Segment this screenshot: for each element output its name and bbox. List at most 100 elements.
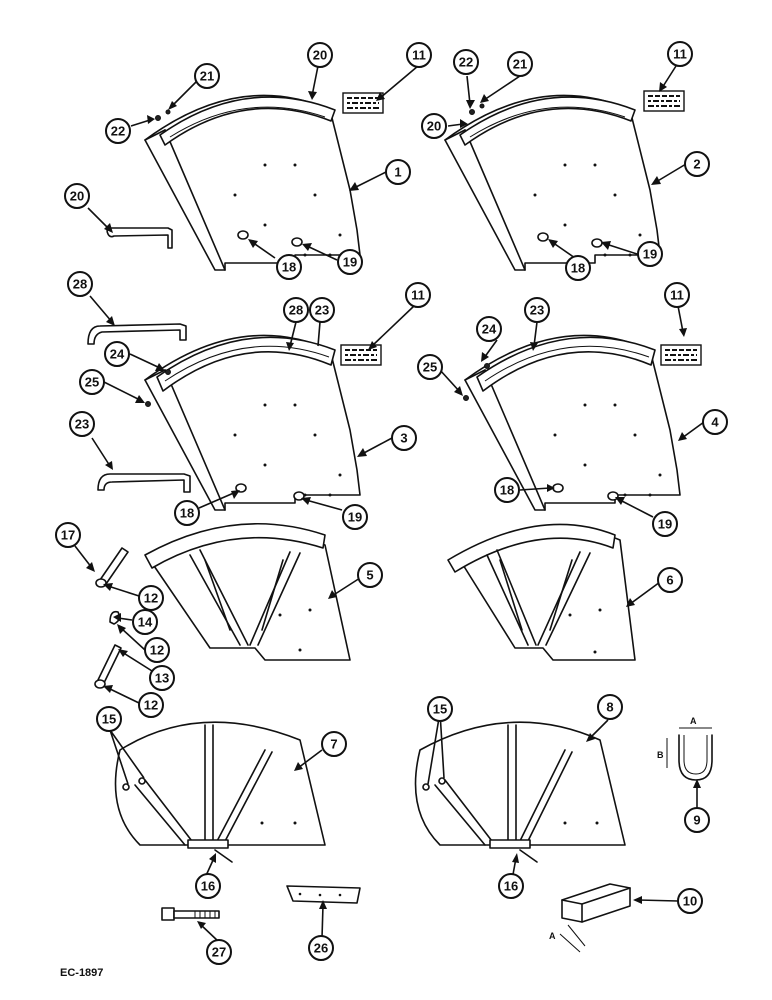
svg-text:26: 26 — [314, 941, 328, 956]
decal-11-panel-2 — [643, 90, 685, 112]
svg-text:2: 2 — [693, 157, 700, 172]
callout-26: 26 — [308, 935, 334, 961]
svg-text:25: 25 — [423, 360, 437, 375]
svg-text:19: 19 — [658, 517, 672, 532]
callout-25-panel-3: 25 — [79, 369, 105, 395]
svg-text:18: 18 — [282, 260, 296, 275]
callout-19-panel-4: 19 — [652, 511, 678, 537]
callout-21-panel-2: 21 — [507, 51, 533, 77]
decal-11-panel-1 — [342, 92, 384, 114]
svg-text:16: 16 — [201, 879, 215, 894]
svg-text:8: 8 — [606, 700, 613, 715]
channel-10: A — [549, 883, 631, 953]
callout-15-panel-7: 15 — [96, 706, 122, 732]
svg-text:28: 28 — [289, 303, 303, 318]
svg-text:28: 28 — [73, 277, 87, 292]
svg-text:15: 15 — [433, 702, 447, 717]
svg-text:22: 22 — [459, 55, 473, 70]
svg-text:15: 15 — [102, 712, 116, 727]
svg-text:19: 19 — [348, 510, 362, 525]
svg-text:14: 14 — [138, 615, 153, 630]
callout-21-panel-1: 21 — [194, 63, 220, 89]
svg-text:23: 23 — [75, 417, 89, 432]
drawing-code-label: EC-1897 — [60, 967, 104, 979]
svg-text:4: 4 — [711, 415, 719, 430]
svg-text:20: 20 — [427, 119, 441, 134]
svg-text:18: 18 — [180, 506, 194, 521]
svg-text:16: 16 — [504, 879, 518, 894]
callout-18-panel-3: 18 — [174, 500, 200, 526]
callout-20-section: 20 — [64, 183, 90, 209]
callout-20-panel-2: 20 — [421, 113, 447, 139]
svg-text:18: 18 — [500, 483, 514, 498]
callout-20-panel-1: 20 — [307, 42, 333, 68]
svg-text:5: 5 — [366, 568, 373, 583]
callout-12-a: 12 — [138, 585, 164, 611]
callout-14: 14 — [132, 609, 158, 635]
svg-text:1: 1 — [394, 165, 401, 180]
callout-12-c: 12 — [138, 692, 164, 718]
callout-11-panel-2: 11 — [667, 41, 693, 67]
svg-text:12: 12 — [150, 643, 164, 658]
callout-19-panel-1: 19 — [337, 249, 363, 275]
callout-18-panel-2: 18 — [565, 255, 591, 281]
svg-text:19: 19 — [643, 247, 657, 262]
svg-text:21: 21 — [200, 69, 214, 84]
callout-19-panel-3: 19 — [342, 504, 368, 530]
svg-text:9: 9 — [693, 813, 700, 828]
callout-1: 1 — [385, 159, 411, 185]
svg-text:3: 3 — [400, 431, 407, 446]
callout-23-section: 23 — [69, 411, 95, 437]
svg-text:7: 7 — [330, 737, 337, 752]
seal-strip-section-20 — [106, 227, 173, 249]
callout-27: 27 — [206, 939, 232, 965]
decal-11-panel-4 — [660, 344, 702, 366]
callout-11-panel-3: 11 — [405, 282, 431, 308]
callout-16-panel-8: 16 — [498, 873, 524, 899]
callout-7: 7 — [321, 731, 347, 757]
callout-10: 10 — [677, 888, 703, 914]
callout-18-panel-4: 18 — [494, 477, 520, 503]
callout-28-panel-3: 28 — [283, 297, 309, 323]
callout-28-section: 28 — [67, 271, 93, 297]
panel-7 — [114, 721, 361, 921]
callout-22-panel-1: 22 — [105, 118, 131, 144]
decal-11-panel-3 — [340, 344, 382, 366]
callout-17: 17 — [55, 522, 81, 548]
wear-plate-26 — [286, 885, 361, 904]
callout-19-panel-2: 19 — [637, 241, 663, 267]
callout-13: 13 — [149, 665, 175, 691]
svg-text:11: 11 — [411, 288, 425, 303]
svg-text:23: 23 — [530, 303, 544, 318]
callout-5: 5 — [357, 562, 383, 588]
panel-2 — [444, 90, 685, 271]
callout-9: 9 — [684, 807, 710, 833]
callout-4: 4 — [702, 409, 728, 435]
svg-text:22: 22 — [111, 124, 125, 139]
svg-text:23: 23 — [315, 303, 329, 318]
callout-18-panel-1: 18 — [276, 254, 302, 280]
callout-11-panel-1: 11 — [406, 42, 432, 68]
panel-5 — [94, 522, 351, 689]
u-bolt-9: A B — [657, 716, 713, 781]
callout-22-panel-2: 22 — [453, 49, 479, 75]
panel-8 — [414, 721, 626, 863]
svg-text:12: 12 — [144, 591, 158, 606]
dim-label-b-ubolt: B — [657, 750, 664, 760]
seal-strip-section-23 — [97, 473, 191, 493]
callout-24-panel-3: 24 — [104, 341, 130, 367]
svg-text:11: 11 — [670, 288, 684, 303]
svg-text:19: 19 — [343, 255, 357, 270]
svg-text:12: 12 — [144, 698, 158, 713]
callout-23-panel-4: 23 — [524, 297, 550, 323]
panel-3 — [87, 323, 382, 511]
svg-text:27: 27 — [212, 945, 226, 960]
leader-lines — [74, 65, 705, 943]
panel-1 — [106, 92, 384, 271]
svg-text:24: 24 — [110, 347, 125, 362]
svg-text:25: 25 — [85, 375, 99, 390]
panel-6 — [447, 523, 636, 661]
svg-text:20: 20 — [70, 189, 84, 204]
callout-15-panel-8: 15 — [427, 696, 453, 722]
